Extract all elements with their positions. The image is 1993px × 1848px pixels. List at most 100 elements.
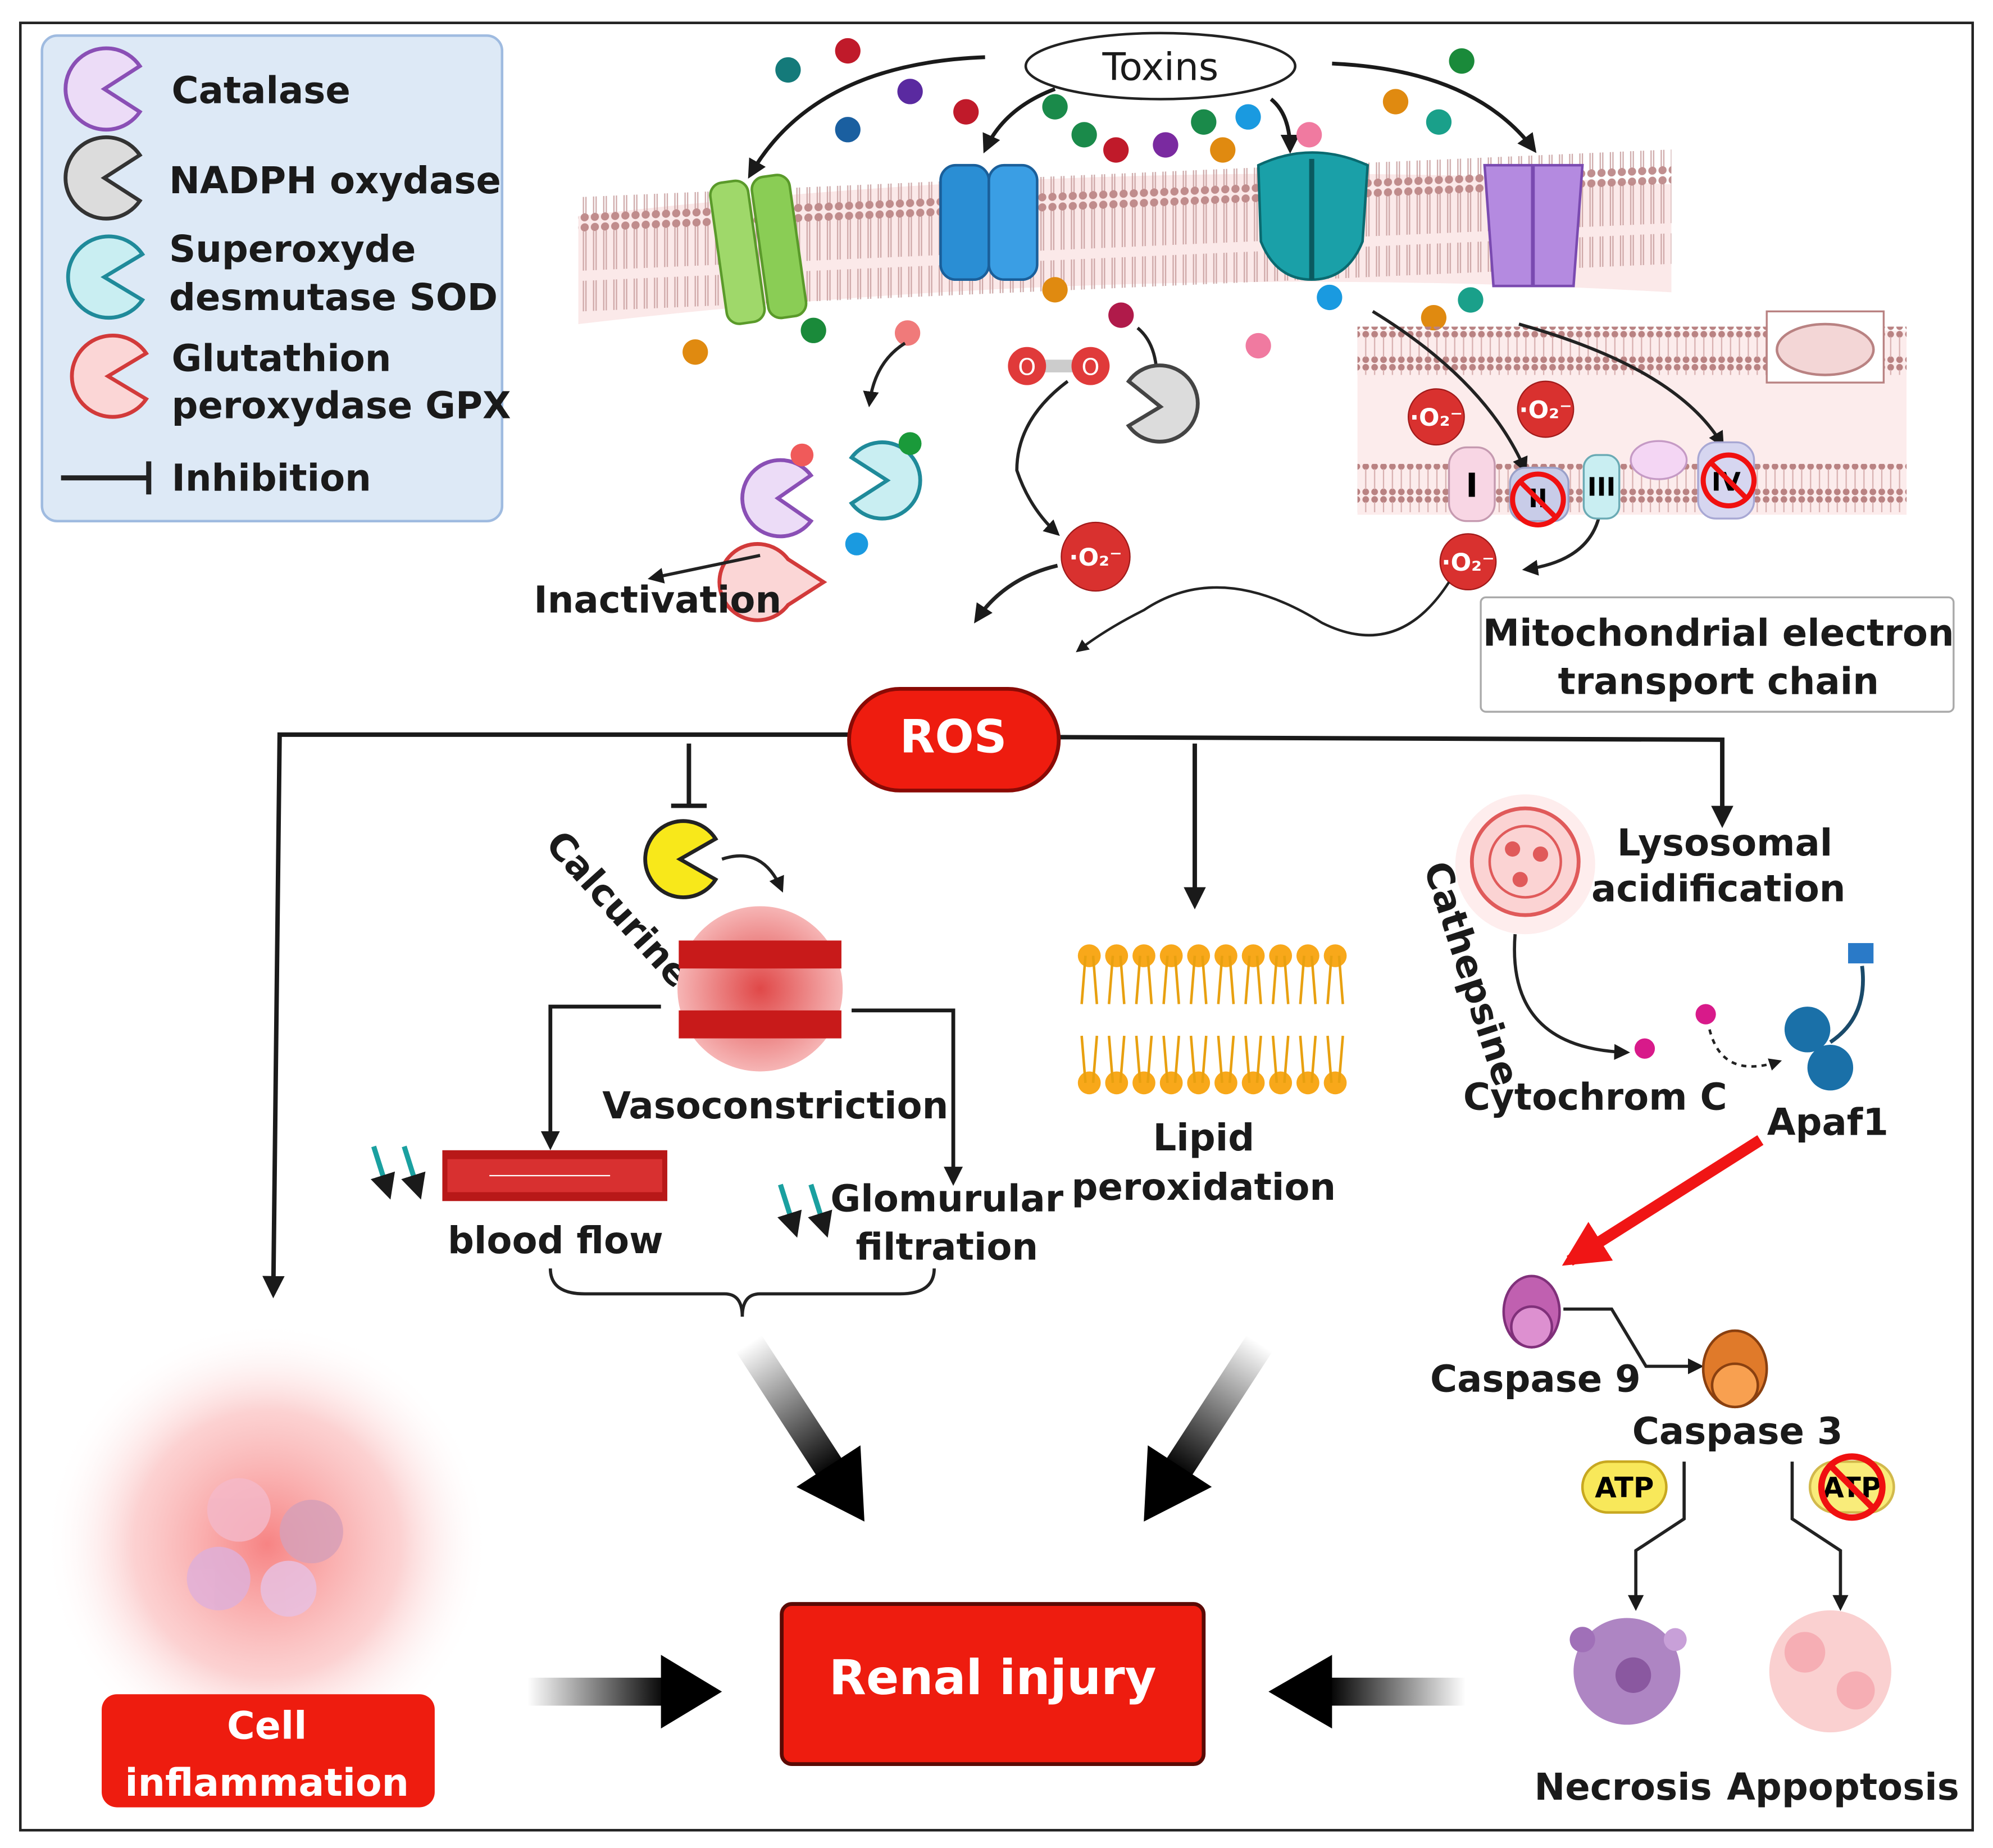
legend-sod-line2: desmutase SOD <box>169 276 498 319</box>
lipid-head <box>1269 944 1293 967</box>
arrow <box>1513 934 1630 1060</box>
superoxide-label: ·O₂⁻ <box>1441 549 1494 577</box>
teal-channel-icon <box>1257 151 1369 281</box>
mito-label-line2: transport chain <box>1558 660 1879 703</box>
catalase-icon <box>63 46 143 132</box>
lipid-head <box>1296 1071 1319 1095</box>
oxygen-atom-2: O <box>1081 354 1099 381</box>
arrow <box>1563 1307 1704 1374</box>
lipid-tail <box>1135 955 1153 1004</box>
lipid-tail <box>1107 955 1126 1004</box>
ros-branches <box>262 732 1733 1299</box>
apaf1-label: Apaf1 <box>1767 1101 1889 1144</box>
lipid-head <box>1159 1071 1183 1095</box>
lysosomal-line2: acidification <box>1591 867 1846 910</box>
caspase9-icon <box>1502 1275 1561 1349</box>
caspase3-label: Caspase 3 <box>1632 1410 1843 1453</box>
necrosis-label: Necrosis <box>1534 1766 1712 1809</box>
purple-channel-icon <box>1483 163 1584 288</box>
atp-label: ATP <box>1595 1471 1654 1504</box>
vessel-arrows <box>540 1004 963 1186</box>
mito-label-line1: Mitochondrial electron <box>1483 612 1954 654</box>
renal-injury-node <box>780 1602 1206 1767</box>
glomerular-line1: Glomurular <box>830 1177 1063 1220</box>
ros-node <box>847 687 1061 793</box>
lipid-head <box>1187 1071 1211 1095</box>
glomerular-line2: filtration <box>856 1226 1038 1268</box>
ion-channels <box>709 151 1584 325</box>
lysosome-icon <box>1455 794 1595 935</box>
lipid-tail <box>1189 1035 1208 1084</box>
lipid-tail <box>1299 955 1317 1004</box>
lipid-tail <box>1271 1035 1290 1084</box>
lipid-tail <box>1299 1035 1317 1084</box>
vasoconstriction-label: Vasoconstriction <box>602 1085 948 1127</box>
lipid-tail <box>1271 955 1290 1004</box>
cytochrome-c-icon <box>1695 1004 1716 1025</box>
lipid-tail <box>1135 1035 1153 1084</box>
lipid-head <box>1159 944 1183 967</box>
lipid-tail <box>1217 955 1235 1004</box>
renal-injury-label: Renal injury <box>829 1650 1157 1706</box>
complex-i: I <box>1466 466 1478 505</box>
caspase9-label: Caspase 9 <box>1430 1358 1641 1401</box>
complex-iii: III <box>1587 472 1616 502</box>
lipid-line2: peroxidation <box>1072 1166 1336 1209</box>
lipid-tail <box>1080 1035 1099 1084</box>
blood-vessel-icon <box>677 906 843 1072</box>
lipid-head <box>1105 1071 1129 1095</box>
blocked-icon <box>1510 471 1566 528</box>
lipid-head <box>1214 944 1237 967</box>
blocked-icon <box>1700 452 1757 509</box>
necrotic-cell-icon <box>1569 1618 1687 1725</box>
lipid-tail <box>1244 955 1262 1004</box>
lipid-head <box>1241 1071 1265 1095</box>
lysosomal-line1: Lysosomal <box>1617 822 1833 864</box>
immune-cells-icon <box>186 1478 343 1617</box>
caspase3-icon <box>1701 1329 1768 1409</box>
apoptosis-label: Appoptosis <box>1727 1766 1959 1809</box>
nadph-oxidase-icon <box>63 135 143 221</box>
lipid-head <box>1105 944 1129 967</box>
cell-inflammation-line1: Cell <box>227 1704 307 1748</box>
legend-gpx-line2: peroxydase GPX <box>171 384 511 427</box>
legend-catalase: Catalase <box>171 69 350 112</box>
blue-channel-icon <box>939 163 1039 281</box>
lipid-tail <box>1244 1035 1262 1084</box>
legend-gpx-line1: Glutathion <box>171 338 391 380</box>
lipid-tail <box>1162 1035 1180 1084</box>
lipid-head <box>1323 1071 1347 1095</box>
cell-membrane <box>578 149 1672 324</box>
lipid-head <box>1077 944 1101 967</box>
legend: Catalase NADPH oxydase Superoxyde desmut… <box>40 34 511 522</box>
arrow <box>974 563 1058 623</box>
superoxide-label: ·O₂⁻ <box>1069 544 1122 572</box>
red-activation-arrow <box>1562 1135 1764 1266</box>
dashed-arrow <box>1708 1029 1782 1071</box>
toxin-molecules <box>682 38 1484 365</box>
blocked-icon <box>1818 1453 1886 1521</box>
lipid-head <box>1132 1071 1155 1095</box>
apaf1-icon <box>1784 943 1874 1091</box>
legend-sod-line1: Superoxyde <box>169 228 416 271</box>
lipid-tail <box>1080 955 1099 1004</box>
cell-inflammation-line2: inflammation <box>125 1761 409 1805</box>
legend-nadph: NADPH oxydase <box>169 160 501 202</box>
caspase-branches <box>1628 1462 1849 1612</box>
cytochrome-c-label: Cytochrom C <box>1463 1076 1727 1118</box>
lipid-head <box>1296 944 1319 967</box>
legend-inhibition: Inhibition <box>171 457 371 499</box>
lipid-head <box>1269 1071 1293 1095</box>
inhibition-icon <box>61 461 152 495</box>
lipid-head <box>1077 1071 1101 1095</box>
toxins-ellipse <box>1024 31 1297 101</box>
lipid-head <box>1241 944 1265 967</box>
lipid-tail <box>1107 1035 1126 1084</box>
apoptotic-cell-icon <box>1769 1610 1891 1733</box>
oxygen-atom-1: O <box>1018 354 1036 381</box>
lipid-head <box>1214 1071 1237 1095</box>
superoxide-label: ·O₂⁻ <box>1410 404 1463 432</box>
decrease-arrows-icon <box>370 1145 832 1238</box>
arrow <box>1015 380 1069 536</box>
